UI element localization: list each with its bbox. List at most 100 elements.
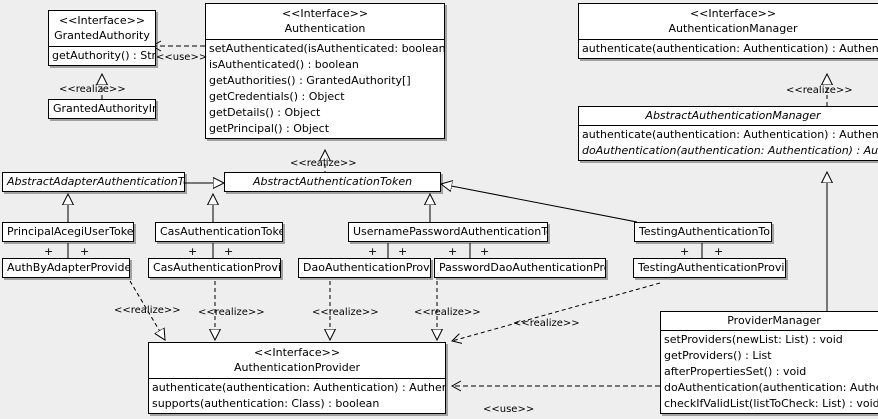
operation-row: getAuthority() : String <box>52 49 156 62</box>
connector-label-realize-granted-authority-impl: <<realize>> <box>59 84 126 95</box>
class-password-dao-authentication-provider[interactable]: PasswordDaoAuthenticationProvider <box>434 258 606 278</box>
operation-row: supports(authentication: Class) : boolea… <box>152 397 380 410</box>
stereotype-label: <<Interface>> <box>253 346 341 359</box>
class-granted-authority-impl[interactable]: GrantedAuthorityImpl <box>48 99 156 119</box>
operation-row: getPrincipal() : Object <box>209 122 330 135</box>
class-header: AbstractAuthenticationToken <box>225 173 440 191</box>
operation-row: setProviders(newList: List) : void <box>664 333 843 346</box>
class-granted-authority[interactable]: <<Interface>> GrantedAuthority getAuthor… <box>48 10 156 66</box>
divider <box>149 378 445 379</box>
class-name-label: UsernamePasswordAuthenticationToken <box>353 225 547 238</box>
connector-label-realize-testing-provider: <<realize>> <box>513 318 580 329</box>
class-name-label: DaoAuthenticationProvider <box>303 261 430 274</box>
class-dao-authentication-provider[interactable]: DaoAuthenticationProvider <box>298 258 431 278</box>
class-header: DaoAuthenticationProvider <box>299 259 430 277</box>
class-cas-authentication-provider[interactable]: CasAuthenticationProvider <box>148 258 281 278</box>
operation-row: getDetails() : Object <box>209 106 321 119</box>
class-provider-manager[interactable]: ProviderManager setProviders(newList: Li… <box>660 311 878 414</box>
class-header: PrincipalAcegiUserToken <box>3 223 133 241</box>
multiplicity-marker: + <box>714 245 724 258</box>
class-abstract-adapter-authentication-token[interactable]: AbstractAdapterAuthenticationToken <box>2 172 185 192</box>
operation-row: authenticate(authentication: Authenticat… <box>582 128 878 141</box>
class-name-label: AuthenticationManager <box>668 22 798 35</box>
class-testing-authentication-token[interactable]: TestingAuthenticationToken <box>634 222 772 242</box>
class-header: CasAuthenticationToken <box>156 223 282 241</box>
class-header: TestingAuthenticationProvider <box>634 259 785 277</box>
class-header: UsernamePasswordAuthenticationToken <box>349 223 547 241</box>
stereotype-label: <<Interface>> <box>689 7 777 20</box>
divider <box>49 46 155 47</box>
class-name-label: AuthenticationProvider <box>233 361 361 374</box>
class-header: TestingAuthenticationToken <box>635 223 771 241</box>
class-header: AuthByAdapterProvider <box>3 259 129 277</box>
multiplicity-marker: + <box>480 245 490 258</box>
divider <box>206 39 444 40</box>
multiplicity-marker: + <box>448 245 458 258</box>
connector-label-realize-dao-provider: <<realize>> <box>312 307 379 318</box>
class-authentication-manager[interactable]: <<Interface>> AuthenticationManager auth… <box>578 3 878 59</box>
connector-label-realize-auth-manager: <<realize>> <box>786 85 853 96</box>
stereotype-label: <<Interface>> <box>281 7 369 20</box>
class-name-label: AuthByAdapterProvider <box>7 261 130 274</box>
class-abstract-authentication-token[interactable]: AbstractAuthenticationToken <box>224 172 441 192</box>
connector-label-realize-abstract-auth-token: <<realize>> <box>290 158 357 169</box>
divider <box>661 330 878 331</box>
class-name-label: AbstractAuthenticationToken <box>252 175 413 188</box>
class-name-label: AbstractAdapterAuthenticationToken <box>7 175 184 188</box>
connector-label-realize-auth-by-adapter: <<realize>> <box>114 305 181 316</box>
operation-row: doAuthentication(authentication: Authent… <box>664 381 878 394</box>
class-principal-acegi-user-token[interactable]: PrincipalAcegiUserToken <box>2 222 134 242</box>
operation-row: doAuthentication(authentication: Authent… <box>582 144 878 157</box>
class-abstract-authentication-manager[interactable]: AbstractAuthenticationManager authentica… <box>578 106 878 161</box>
operations-compartment: authenticate(authentication: Authenticat… <box>149 379 445 413</box>
multiplicity-marker: + <box>44 245 54 258</box>
connector-label-use-provider-manager: <<use>> <box>483 404 535 415</box>
operations-compartment: setProviders(newList: List) : void getPr… <box>661 331 878 413</box>
multiplicity-marker: + <box>188 245 198 258</box>
class-name-label: PrincipalAcegiUserToken <box>7 225 134 238</box>
class-name-label: CasAuthenticationToken <box>160 225 283 238</box>
operation-row: checkIfValidList(listToCheck: List) : vo… <box>664 397 878 410</box>
operation-row: setAuthenticated(isAuthenticated: boolea… <box>209 42 445 55</box>
class-authentication-provider[interactable]: <<Interface>> AuthenticationProvider aut… <box>148 342 446 414</box>
class-name-label: TestingAuthenticationToken <box>639 225 771 238</box>
class-auth-by-adapter-provider[interactable]: AuthByAdapterProvider <box>2 258 130 278</box>
class-name-label: PasswordDaoAuthenticationProvider <box>439 261 605 274</box>
operation-row: authenticate(authentication: Authenticat… <box>582 42 878 55</box>
class-cas-authentication-token[interactable]: CasAuthenticationToken <box>155 222 283 242</box>
connector-label-realize-cas-provider: <<realize>> <box>198 307 265 318</box>
class-authentication[interactable]: <<Interface>> Authentication setAuthenti… <box>205 3 445 139</box>
class-header: PasswordDaoAuthenticationProvider <box>435 259 605 277</box>
class-header: AbstractAuthenticationManager <box>579 107 878 125</box>
operations-compartment: authenticate(authentication: Authenticat… <box>579 126 878 160</box>
class-name-label: AbstractAuthenticationManager <box>645 109 821 122</box>
operation-row: afterPropertiesSet() : void <box>664 365 807 378</box>
class-header: <<Interface>> AuthenticationManager <box>579 4 878 39</box>
class-name-label: Authentication <box>284 22 366 35</box>
class-name-label: GrantedAuthorityImpl <box>53 102 155 115</box>
class-header: <<Interface>> Authentication <box>206 4 444 39</box>
class-username-password-authentication-token[interactable]: UsernamePasswordAuthenticationToken <box>348 222 548 242</box>
operation-row: isAuthenticated() : boolean <box>209 58 359 71</box>
class-name-label: GrantedAuthority <box>54 29 150 42</box>
class-header: <<Interface>> AuthenticationProvider <box>149 343 445 378</box>
operation-row: getAuthorities() : GrantedAuthority[] <box>209 74 411 87</box>
multiplicity-marker: + <box>224 245 234 258</box>
class-header: <<Interface>> GrantedAuthority <box>49 11 155 46</box>
operation-row: getProviders() : List <box>664 349 772 362</box>
connector-label-realize-password-dao-provider: <<realize>> <box>414 307 481 318</box>
operations-compartment: getAuthority() : String <box>49 47 155 65</box>
divider <box>579 39 878 40</box>
operation-row: getCredentials() : Object <box>209 90 345 103</box>
divider <box>579 125 878 126</box>
class-testing-authentication-provider[interactable]: TestingAuthenticationProvider <box>633 258 786 278</box>
operations-compartment: setAuthenticated(isAuthenticated: boolea… <box>206 40 444 138</box>
class-header: GrantedAuthorityImpl <box>49 100 155 118</box>
connector-label-use-granted-authority: <<use>> <box>156 52 208 63</box>
operations-compartment: authenticate(authentication: Authenticat… <box>579 40 878 58</box>
stereotype-label: <<Interface>> <box>58 14 146 27</box>
class-header: CasAuthenticationProvider <box>149 259 280 277</box>
multiplicity-marker: + <box>368 245 378 258</box>
operation-row: authenticate(authentication: Authenticat… <box>152 381 445 394</box>
